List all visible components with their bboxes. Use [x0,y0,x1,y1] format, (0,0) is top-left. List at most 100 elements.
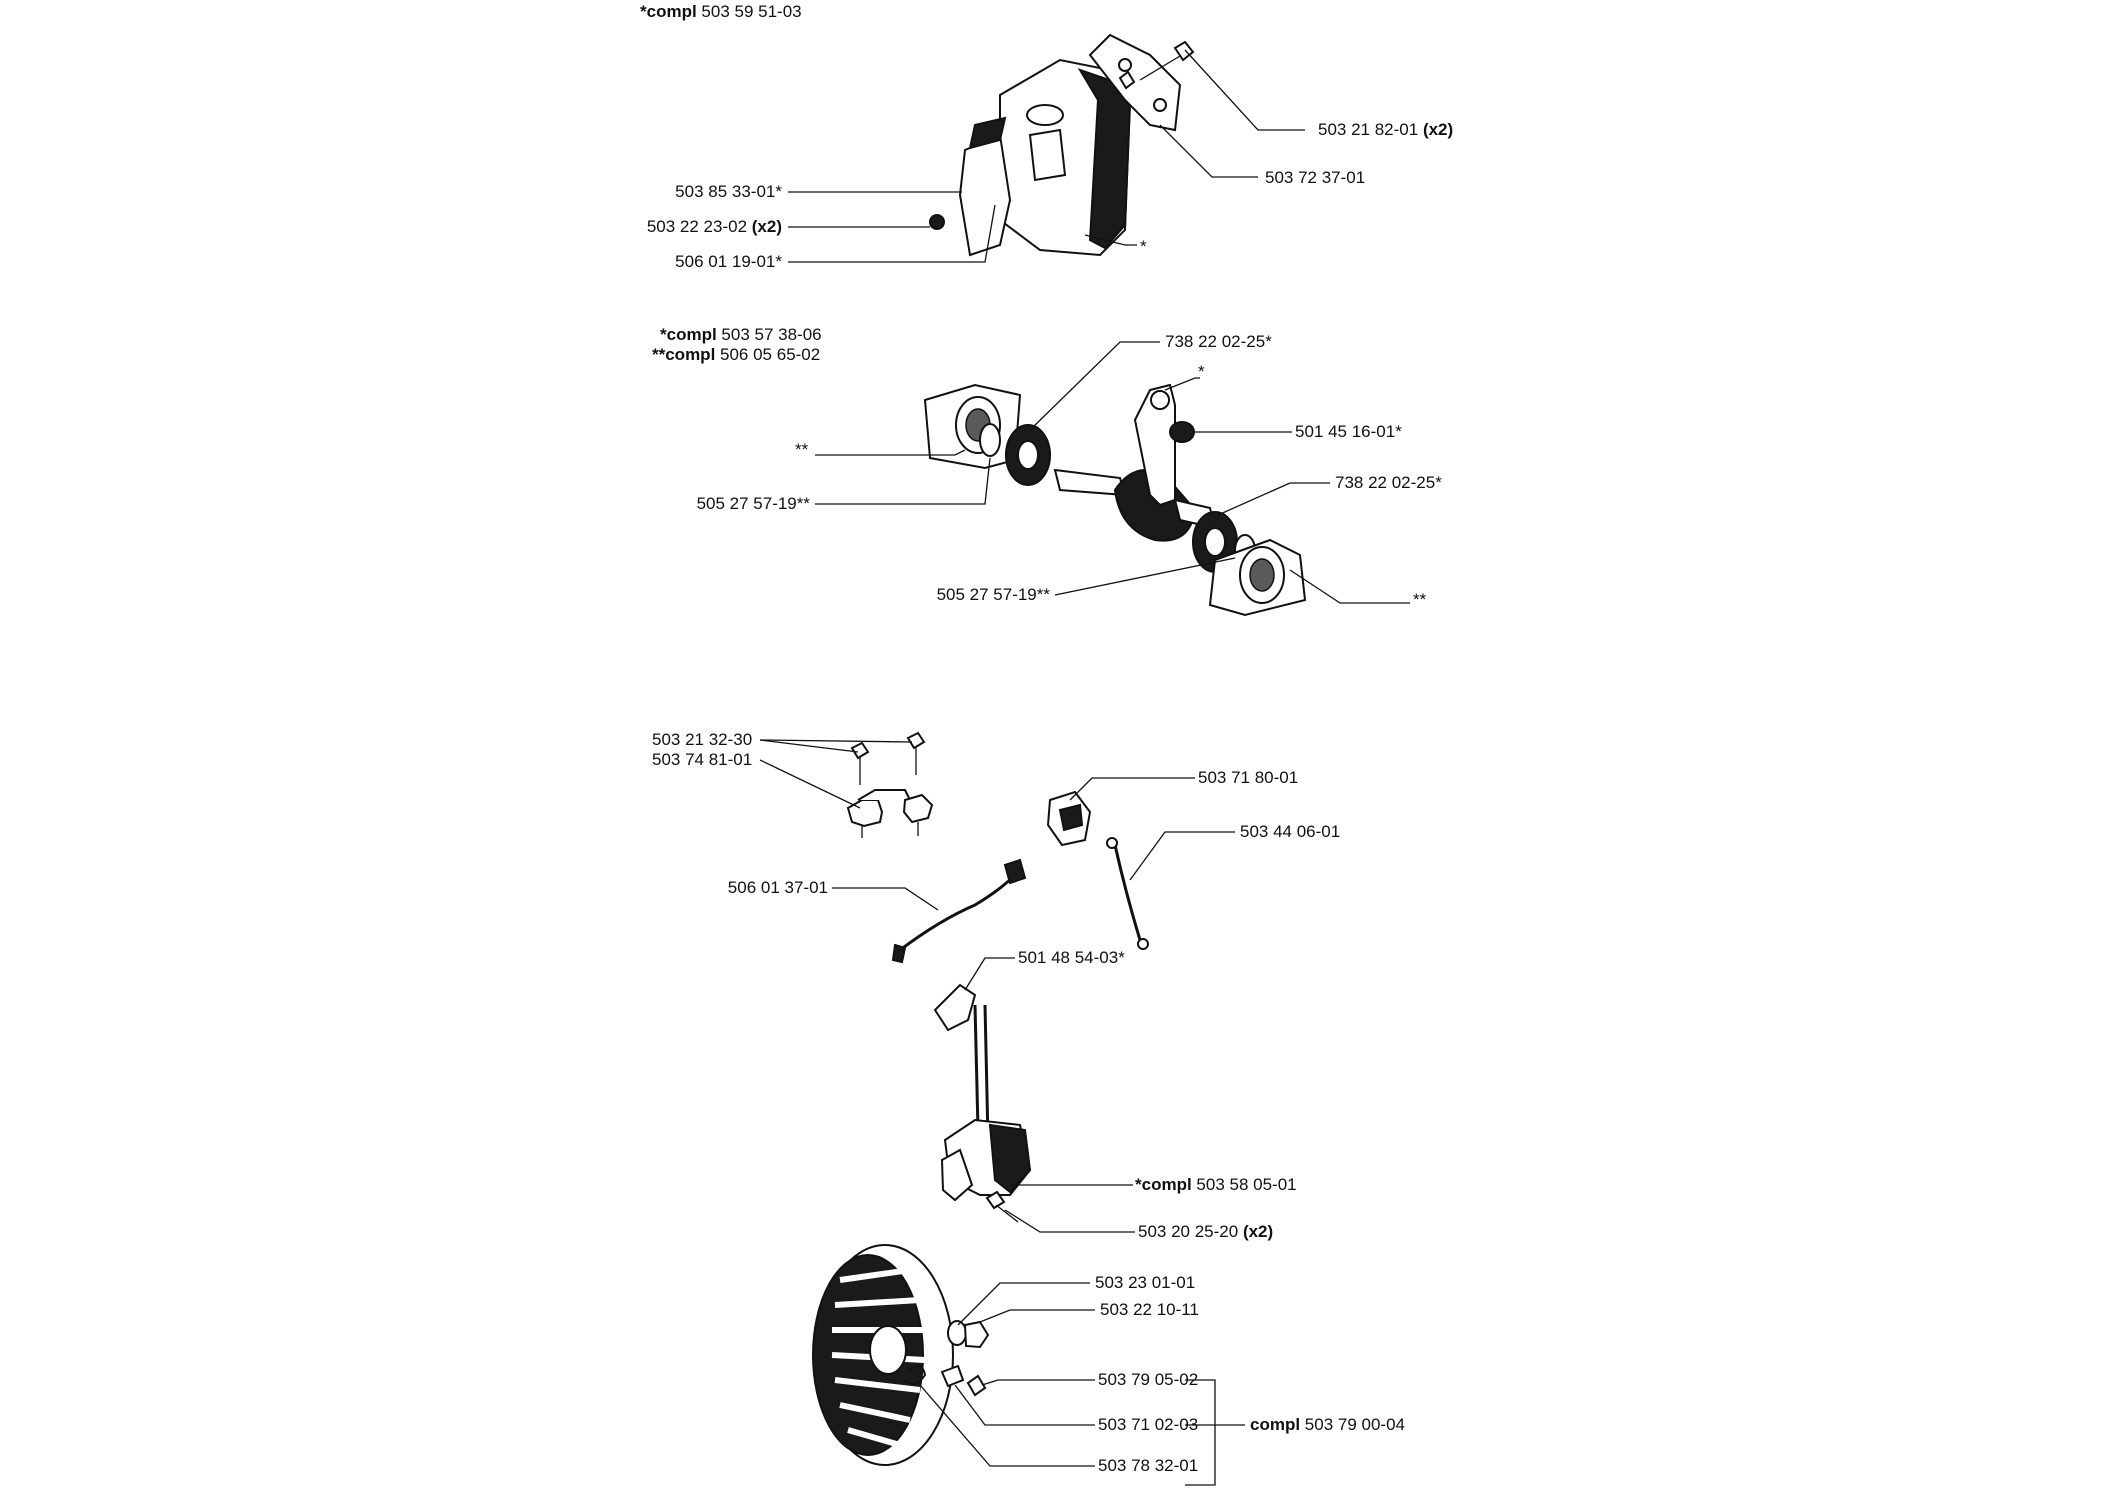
leader-c5 [1217,482,1330,516]
short-circuit-cable [899,873,1017,952]
label-i1-num: 503 21 32-30 [652,730,753,749]
muffler-header-text: 503 59 51-03 [696,2,802,21]
label-c1: 738 22 02-25* [1165,332,1272,352]
label-f2-num: 503 22 10-11 [1100,1300,1199,1319]
label-m4-num: 503 22 23-02 [646,217,748,236]
label-m6: * [1140,237,1147,257]
muffler-screw-shank [1139,55,1181,81]
label-c7-num: 505 27 57-19** [936,585,1050,604]
connecting-rod [1133,383,1176,507]
label-c8-num: ** [1413,590,1427,609]
label-m4: 503 22 23-02 (x2) [600,217,782,237]
connecting-rod-small-end [1150,390,1170,410]
flywheel-assembly-drawing [812,1244,1245,1486]
label-m3: 503 85 33-01* [600,182,782,202]
spark-arrestor-cover [958,133,1012,257]
label-i5: 506 01 37-01 [650,878,828,898]
label-m5: 506 01 19-01* [600,252,782,272]
label-c2-num: * [1198,362,1205,381]
crankshaft-header-2-text: 506 05 65-02 [715,345,821,364]
leader-c1 [1029,341,1160,431]
label-i1: 503 21 32-30 [652,730,752,750]
pawl-screw-shank [981,1379,999,1386]
needle-bearing [1169,421,1195,443]
muffler-screw-head [1173,40,1195,62]
compl-bracket [1185,1379,1216,1486]
gasket-hole-1 [1118,58,1132,72]
label-f5: 503 78 32-01 [1098,1456,1198,1476]
crankshaft-header-1-bold: *compl [660,325,717,344]
label-i2-num: 503 74 81-01 [652,750,753,769]
leader-f4 [954,1384,1095,1426]
label-c5: 738 22 02-25* [1335,473,1442,493]
ground-cable-eye-bottom [1137,938,1149,950]
label-c3: 501 45 16-01* [1295,422,1402,442]
label-c4-num: ** [795,440,809,459]
label-c6-num: 505 27 57-19** [696,494,810,513]
stop-switch-face [1058,803,1084,832]
label-f4-num: 503 71 02-03 [1098,1415,1199,1434]
bracket-screw-2 [906,731,926,750]
label-i5-num: 506 01 37-01 [727,878,828,897]
label-i2: 503 74 81-01 [652,750,752,770]
leader-i8 [1004,1209,1135,1233]
label-c2: * [1198,362,1205,382]
pawl [940,1364,965,1388]
right-bearing-inner [1204,527,1226,557]
label-m1-suffix: (x2) [1422,120,1454,139]
label-c5-num: 738 22 02-25* [1335,473,1442,492]
label-m5-num: 506 01 19-01* [675,252,782,271]
label-m1: 503 21 82-01 (x2) [1318,120,1453,140]
label-flywheel-compl-bold: compl [1250,1415,1301,1434]
label-f3: 503 79 05-02 [1098,1370,1198,1390]
muffler-assembly-drawing [788,33,1305,263]
label-i3: 503 71 80-01 [1198,768,1298,788]
leader-c4 [815,449,966,456]
crankshaft-header-1-text: 503 57 38-06 [716,325,822,344]
bracket-screw-1 [850,741,870,760]
leader-i3 [1069,777,1195,801]
leader-i4 [1129,831,1235,881]
bracket-arm [857,789,911,801]
leader-m5 [788,204,996,263]
ground-cable-eye-top [1106,837,1118,849]
crankshaft-header-2-bold: **compl [652,345,716,364]
leader-c7 [1054,557,1236,596]
leader-f5 [919,1384,1095,1467]
leader-m6 [1084,234,1137,246]
short-circuit-cable-terminal [891,943,907,964]
bracket-spacer-1 [846,799,884,828]
spark-screen [968,116,1007,150]
label-f3-num: 503 79 05-02 [1098,1370,1199,1389]
leader-i5 [832,887,939,911]
leader-c8 [1289,569,1410,604]
leader-i1a [759,739,859,753]
muffler-screw-head-2 [1118,70,1136,90]
short-circuit-cable-plug [1003,858,1027,885]
flywheel-hub [869,1325,907,1375]
flywheel-washer [947,1320,967,1346]
crankshaft-assembly-drawing [815,341,1410,617]
label-i7: *compl 503 58 05-01 [1135,1175,1297,1195]
left-seal [979,423,1001,457]
label-c1-num: 738 22 02-25* [1165,332,1272,351]
gasket-hole-2 [1153,98,1167,112]
label-i8-suffix: (x2) [1242,1222,1274,1241]
muffler-outlet [1026,104,1064,126]
leader-m2 [1159,124,1258,178]
leader-f1 [957,1282,1090,1326]
module-screw-head [985,1190,1006,1210]
label-i6: 501 48 54-03* [1018,948,1125,968]
label-m2-num: 503 72 37-01 [1265,168,1366,187]
label-i7-prefix: *compl [1135,1175,1192,1194]
label-flywheel-compl-text: 503 79 00-04 [1300,1415,1405,1434]
label-c3-num: 501 45 16-01* [1295,422,1402,441]
left-bearing-inner [1017,440,1039,470]
label-c6: 505 27 57-19** [630,494,810,514]
leader-i1b [759,739,913,743]
label-m6-num: * [1140,237,1147,256]
muffler-header-bold: *compl [640,2,697,21]
pawl-screw-head [966,1374,987,1397]
